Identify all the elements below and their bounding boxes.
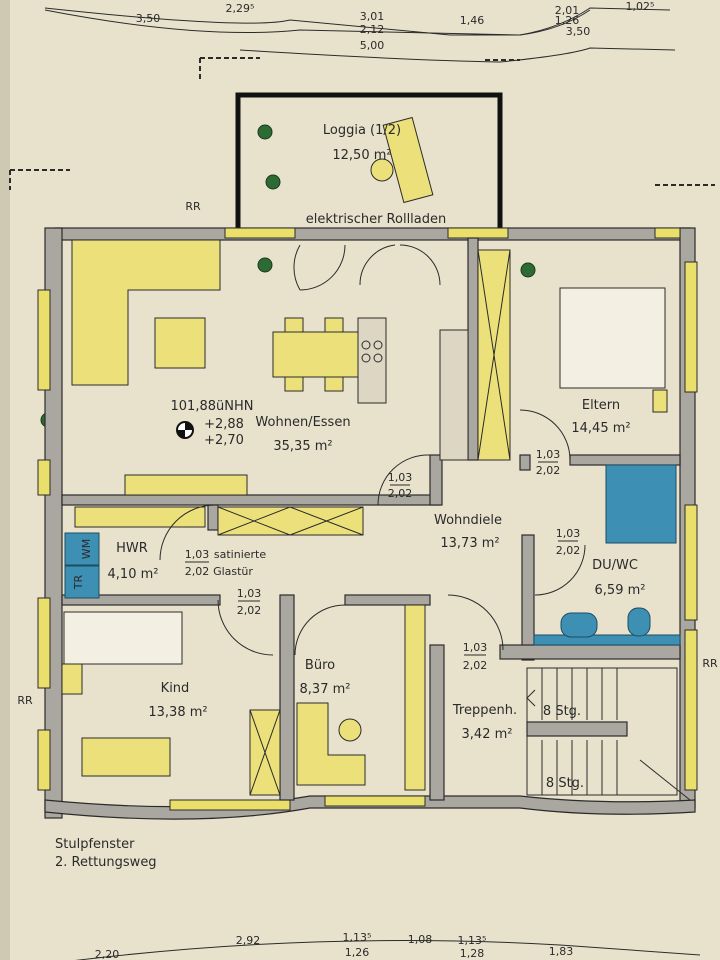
plant-icon — [520, 262, 536, 278]
rr-label: RR — [702, 657, 718, 670]
glass-note-2: Glastür — [213, 565, 253, 578]
plant-icon — [257, 257, 273, 273]
wohndiele-name: Wohndiele — [434, 513, 502, 528]
stairs-label-2: 8 Stg. — [546, 776, 584, 791]
wohnen-name: Wohnen/Essen — [255, 415, 350, 430]
dim-top-9: 3,50 — [566, 25, 591, 38]
door-w: 1,03 — [388, 471, 413, 484]
dim-top-7: 2,01 — [555, 4, 580, 17]
dryer — [64, 565, 100, 599]
elevation-nhn: 101,88üNHN — [171, 399, 254, 414]
kind-shelf — [61, 663, 83, 695]
dim-bottom-2: 2,92 — [236, 934, 261, 947]
dim-top-3: 3,01 — [360, 10, 385, 23]
buero-name: Büro — [305, 658, 335, 673]
dim-bottom-3: 1,13⁵ — [343, 931, 372, 944]
door-w: 1,03 — [237, 587, 262, 600]
loggia-area: 12,50 m² — [332, 148, 391, 163]
dim-top-5: 5,00 — [360, 39, 385, 52]
dim-top-6: 1,46 — [460, 14, 485, 27]
door-h: 2,02 — [536, 464, 561, 477]
treppenhaus-name: Treppenh. — [452, 703, 517, 718]
dim-bottom-7: 1,28 — [460, 947, 485, 960]
door-w: 1,03 — [536, 448, 561, 461]
kind-desk — [81, 737, 171, 777]
rr-label: RR — [17, 694, 33, 707]
buero-shelf — [404, 604, 426, 791]
buero-chair — [338, 718, 362, 742]
doors — [159, 244, 586, 656]
buero-area: 8,37 m² — [300, 682, 351, 697]
wohndiele-area: 13,73 m² — [440, 536, 499, 551]
page-edge — [0, 0, 10, 960]
wm-label: WM — [80, 539, 93, 559]
interior-walls — [61, 237, 681, 801]
door-w: 1,03 — [556, 527, 581, 540]
dim-top-2: 3,50 — [136, 12, 161, 25]
plant-icon — [265, 174, 281, 190]
loggia-note: elektrischer Rollladen — [306, 212, 447, 227]
tr-label: TR — [72, 574, 85, 590]
eltern-nightstand — [652, 389, 668, 413]
dim-bottom-6: 1,13⁵ — [458, 934, 487, 947]
roof-overhang-marks — [9, 57, 715, 190]
hwr-area: 4,10 m² — [108, 567, 159, 582]
treppenhaus-area: 3,42 m² — [462, 727, 513, 742]
wohnen-area: 35,35 m² — [273, 439, 332, 454]
dim-bottom-5: 1,08 — [408, 933, 433, 946]
door-w: 1,03 — [185, 548, 210, 561]
buero-desk — [296, 702, 366, 786]
note-stulpfenster: Stulpfenster — [55, 837, 135, 852]
dimension-lines-top — [44, 7, 676, 63]
loggia-table — [370, 158, 394, 182]
duwc-name: DU/WC — [592, 558, 638, 573]
sink-icon — [560, 612, 598, 638]
dim-bottom-8: 1,83 — [549, 945, 574, 958]
eltern-area: 14,45 m² — [571, 421, 630, 436]
door-dimensions: 1,03 2,02 1,03 2,02 1,03 2,02 1,03 2,02 … — [185, 448, 581, 672]
dim-bottom-1: 2,20 — [95, 948, 120, 960]
glass-note-1: satinierte — [214, 548, 266, 561]
washing-machine — [64, 532, 100, 566]
rr-label: RR — [185, 200, 201, 213]
door-h: 2,02 — [185, 565, 210, 578]
kind-area: 13,38 m² — [148, 705, 207, 720]
staircase — [526, 667, 691, 801]
door-h: 2,02 — [237, 604, 262, 617]
elevation-upper: +2,88 — [204, 417, 244, 432]
dim-top-1: 2,29⁵ — [226, 2, 255, 15]
door-h: 2,02 — [556, 544, 581, 557]
dim-top-8: 1,26 — [555, 14, 580, 27]
stairs-label-1: 8 Stg. — [543, 704, 581, 719]
dim-top-10: 1,02⁵ — [626, 0, 655, 13]
hwr-name: HWR — [116, 541, 148, 556]
door-w: 1,03 — [463, 641, 488, 654]
eltern-bed — [559, 287, 666, 389]
windows — [37, 227, 698, 811]
bath-tiles — [533, 634, 681, 646]
eltern-name: Eltern — [582, 398, 620, 413]
dim-top-4: 2,12 — [360, 23, 385, 36]
loggia-lounger — [382, 116, 434, 204]
elevation-lower: +2,70 — [204, 433, 244, 448]
duwc-area: 6,59 m² — [595, 583, 646, 598]
elevation-marker-fill — [177, 422, 193, 438]
living-furniture — [71, 239, 511, 536]
shower — [605, 464, 677, 544]
dimension-lines-bottom — [75, 940, 701, 960]
dim-bottom-4: 1,26 — [345, 946, 370, 959]
loggia-name: Loggia (1/2) — [323, 123, 401, 138]
door-h: 2,02 — [388, 487, 413, 500]
kind-name: Kind — [161, 681, 190, 696]
note-rettungsweg: 2. Rettungsweg — [55, 855, 157, 870]
toilet-icon — [627, 607, 651, 637]
door-h: 2,02 — [463, 659, 488, 672]
kind-bed — [63, 611, 183, 665]
plant-icon — [257, 124, 273, 140]
